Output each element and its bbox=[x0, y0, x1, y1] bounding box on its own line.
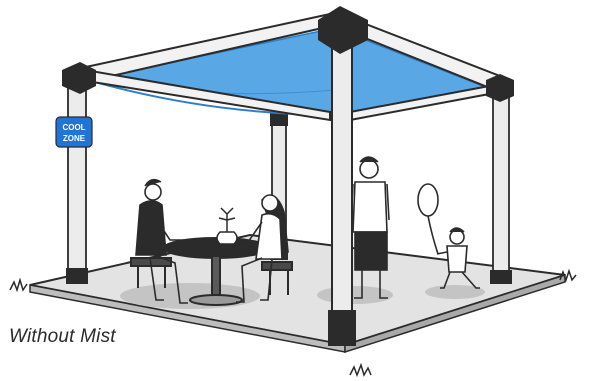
left-post bbox=[62, 62, 96, 284]
cool-zone-sign: COOL ZONE bbox=[56, 117, 92, 147]
flower-vase bbox=[217, 208, 237, 244]
sign-line-1: COOL bbox=[62, 123, 85, 132]
right-post bbox=[486, 74, 514, 284]
caption: Without Mist bbox=[9, 326, 116, 348]
sign-line-2: ZONE bbox=[63, 134, 86, 143]
